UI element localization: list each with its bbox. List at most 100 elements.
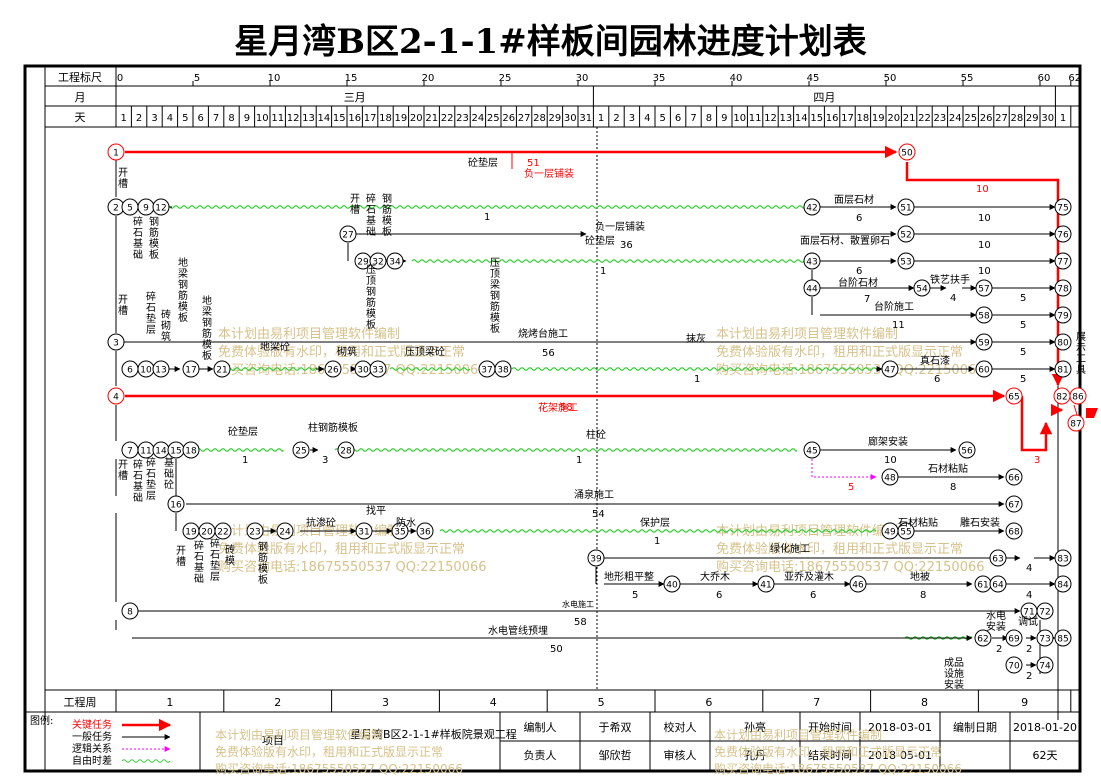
- ruler-tick: 15: [345, 73, 358, 84]
- critical-path: [125, 145, 1065, 452]
- editor-label: 编制人: [524, 720, 557, 734]
- vertical-label-char: 筋: [258, 551, 268, 564]
- vertical-label-char: 垫: [146, 312, 156, 325]
- task-label: 台阶石材: [838, 276, 878, 289]
- day-cell: 3: [629, 113, 635, 124]
- event-node: [337, 441, 355, 459]
- legend-logic: 逻辑关系: [72, 742, 112, 755]
- task-label: 铁艺扶手: [930, 273, 970, 286]
- day-cell: 25: [487, 113, 500, 124]
- day-cell: 17: [841, 113, 854, 124]
- vertical-label-char: 砌: [161, 320, 171, 332]
- event-node-label: 14: [155, 447, 167, 457]
- vertical-label-char: 地: [178, 256, 188, 269]
- legend-title: 图例:: [30, 714, 53, 727]
- vertical-label-char: 垫: [210, 559, 220, 572]
- event-node-label: 37: [481, 366, 492, 376]
- duration: 1: [654, 536, 660, 547]
- vertical-label-char: 压: [366, 264, 376, 276]
- vertical-label-char: 开: [118, 168, 128, 179]
- vertical-label-char: 石: [133, 471, 143, 482]
- event-node-label: 76: [1057, 231, 1069, 241]
- day-cell: 2: [613, 113, 619, 124]
- day-cell: 13: [780, 113, 793, 124]
- vertical-label-char: 展: [1076, 331, 1086, 343]
- task-label: 找平: [366, 504, 386, 517]
- day-cell: 22: [441, 113, 454, 124]
- task-label: 抗渗砼: [306, 516, 336, 529]
- vertical-label-char: 示: [1076, 343, 1086, 354]
- vertical-label-char: 工: [1076, 354, 1086, 365]
- event-node: [1054, 360, 1072, 378]
- event-node: [1005, 387, 1023, 405]
- vertical-label-char: 槽: [118, 304, 128, 317]
- event-node-label: 12: [155, 204, 166, 214]
- duration: 3: [322, 455, 328, 466]
- task-label: 烧烤台施工: [518, 327, 568, 340]
- vertical-label-char: 开: [118, 460, 128, 471]
- checker-value: 孙亮: [744, 720, 766, 734]
- event-node: [803, 198, 821, 216]
- task-label: 面层石材: [834, 193, 874, 206]
- day-cell: 19: [395, 113, 408, 124]
- day-cell: 9: [244, 113, 250, 124]
- ruler-tick: 30: [576, 73, 589, 84]
- week-cell: 1: [166, 696, 173, 709]
- vertical-label-char: 砖: [161, 308, 171, 321]
- connector-lines: [115, 160, 1059, 720]
- event-node-label: 56: [961, 447, 973, 457]
- day-cell: 29: [549, 113, 562, 124]
- week-cell: 4: [490, 696, 497, 709]
- watermark-line3: 购买咨询电话:18675550537 QQ:22150066: [218, 559, 487, 575]
- float-lines: [165, 205, 973, 640]
- stacked-label: 安装: [944, 678, 964, 691]
- duration: 10: [884, 455, 897, 466]
- task-label: 砼垫层: [228, 425, 258, 438]
- event-node-label: 78: [1057, 285, 1069, 295]
- event-node: [386, 252, 404, 270]
- day-cell: 28: [533, 113, 546, 124]
- event-node-label: 71: [1023, 608, 1034, 618]
- event-node-label: 72: [1039, 608, 1050, 618]
- task-label: 防水: [396, 516, 416, 529]
- editor-value: 于希双: [599, 720, 632, 734]
- day-cell: 25: [964, 113, 977, 124]
- day-cell: 8: [706, 113, 712, 124]
- event-node: [1005, 656, 1023, 674]
- event-node: [663, 575, 681, 593]
- event-node: [1054, 629, 1072, 647]
- day-label: 天: [75, 111, 86, 124]
- duration: 4: [1026, 590, 1032, 601]
- day-cell: 21: [425, 113, 438, 124]
- vertical-label-char: 碎: [194, 539, 204, 552]
- event-node: [1067, 414, 1085, 432]
- day-cell: 5: [182, 113, 188, 124]
- vertical-label-char: 基: [133, 480, 143, 493]
- day-cell: 19: [872, 113, 885, 124]
- event-node: [1054, 575, 1072, 593]
- event-node: [897, 225, 915, 243]
- event-node-label: 21: [216, 366, 227, 376]
- event-node: [849, 575, 867, 593]
- vertical-label-char: 开: [176, 546, 186, 557]
- vertical-label-char: 础: [194, 573, 204, 585]
- event-node: [974, 629, 992, 647]
- week-cell: 8: [921, 696, 928, 709]
- week-cell: 9: [1021, 696, 1028, 709]
- event-node-label: 11: [140, 447, 151, 457]
- duration: 8: [950, 482, 956, 493]
- week-cell: 3: [382, 696, 389, 709]
- watermark-line3: 购买咨询电话:18675550537 QQ:22150066: [716, 362, 985, 378]
- event-node-label: 47: [884, 366, 895, 376]
- event-node-label: 43: [806, 258, 817, 268]
- event-node: [897, 522, 915, 540]
- day-cell: 21: [903, 113, 916, 124]
- vertical-label-char: 压: [490, 257, 500, 269]
- date-value: 2018-01-20: [1013, 721, 1077, 734]
- duration: 56: [542, 348, 555, 359]
- event-node-label: 9: [143, 204, 149, 214]
- vertical-label-char: 板: [178, 311, 188, 324]
- event-node-label: 46: [852, 581, 864, 591]
- event-node: [1054, 198, 1072, 216]
